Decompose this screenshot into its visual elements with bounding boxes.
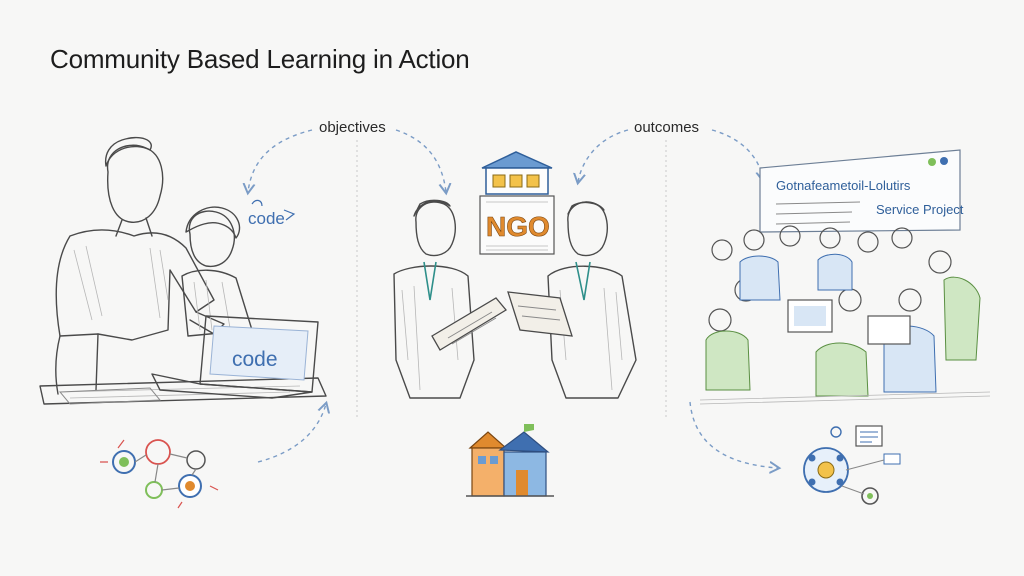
mentor-figure bbox=[55, 136, 225, 395]
floating-code-text: code bbox=[248, 209, 285, 228]
community-house-icon bbox=[466, 424, 554, 497]
scene-mentor-child: code code bbox=[39, 136, 327, 405]
arrow-bottom-left bbox=[257, 404, 326, 463]
arrow-bottom-right bbox=[689, 401, 778, 468]
arrow-objectives-left bbox=[248, 129, 313, 192]
page-title: Community Based Learning in Action bbox=[50, 44, 470, 74]
ngo-sign-text: NGO bbox=[486, 211, 550, 242]
ngo-building: NGO bbox=[479, 151, 555, 255]
objectives-label: objectives bbox=[319, 119, 386, 136]
outcome-network-icon bbox=[803, 425, 901, 505]
outcomes-label: outcomes bbox=[634, 119, 700, 136]
volunteer-left bbox=[393, 199, 507, 399]
scene-service-project: Gotnafeametoil-Lolutirs Service Project bbox=[699, 149, 991, 405]
code-tag: code bbox=[248, 199, 296, 228]
child-figure bbox=[181, 206, 253, 337]
laptop-screen-text: code bbox=[232, 348, 278, 371]
board-line-2: Service Project bbox=[876, 202, 964, 217]
arrow-objectives-right bbox=[395, 129, 446, 192]
gear-network-icon bbox=[100, 439, 219, 509]
board-line-1: Gotnafeametoil-Lolutirs bbox=[776, 178, 911, 193]
arrow-outcomes-right bbox=[711, 129, 763, 180]
volunteer-right bbox=[507, 201, 637, 399]
arrow-outcomes-left bbox=[578, 129, 629, 182]
laptop: code bbox=[151, 315, 319, 399]
